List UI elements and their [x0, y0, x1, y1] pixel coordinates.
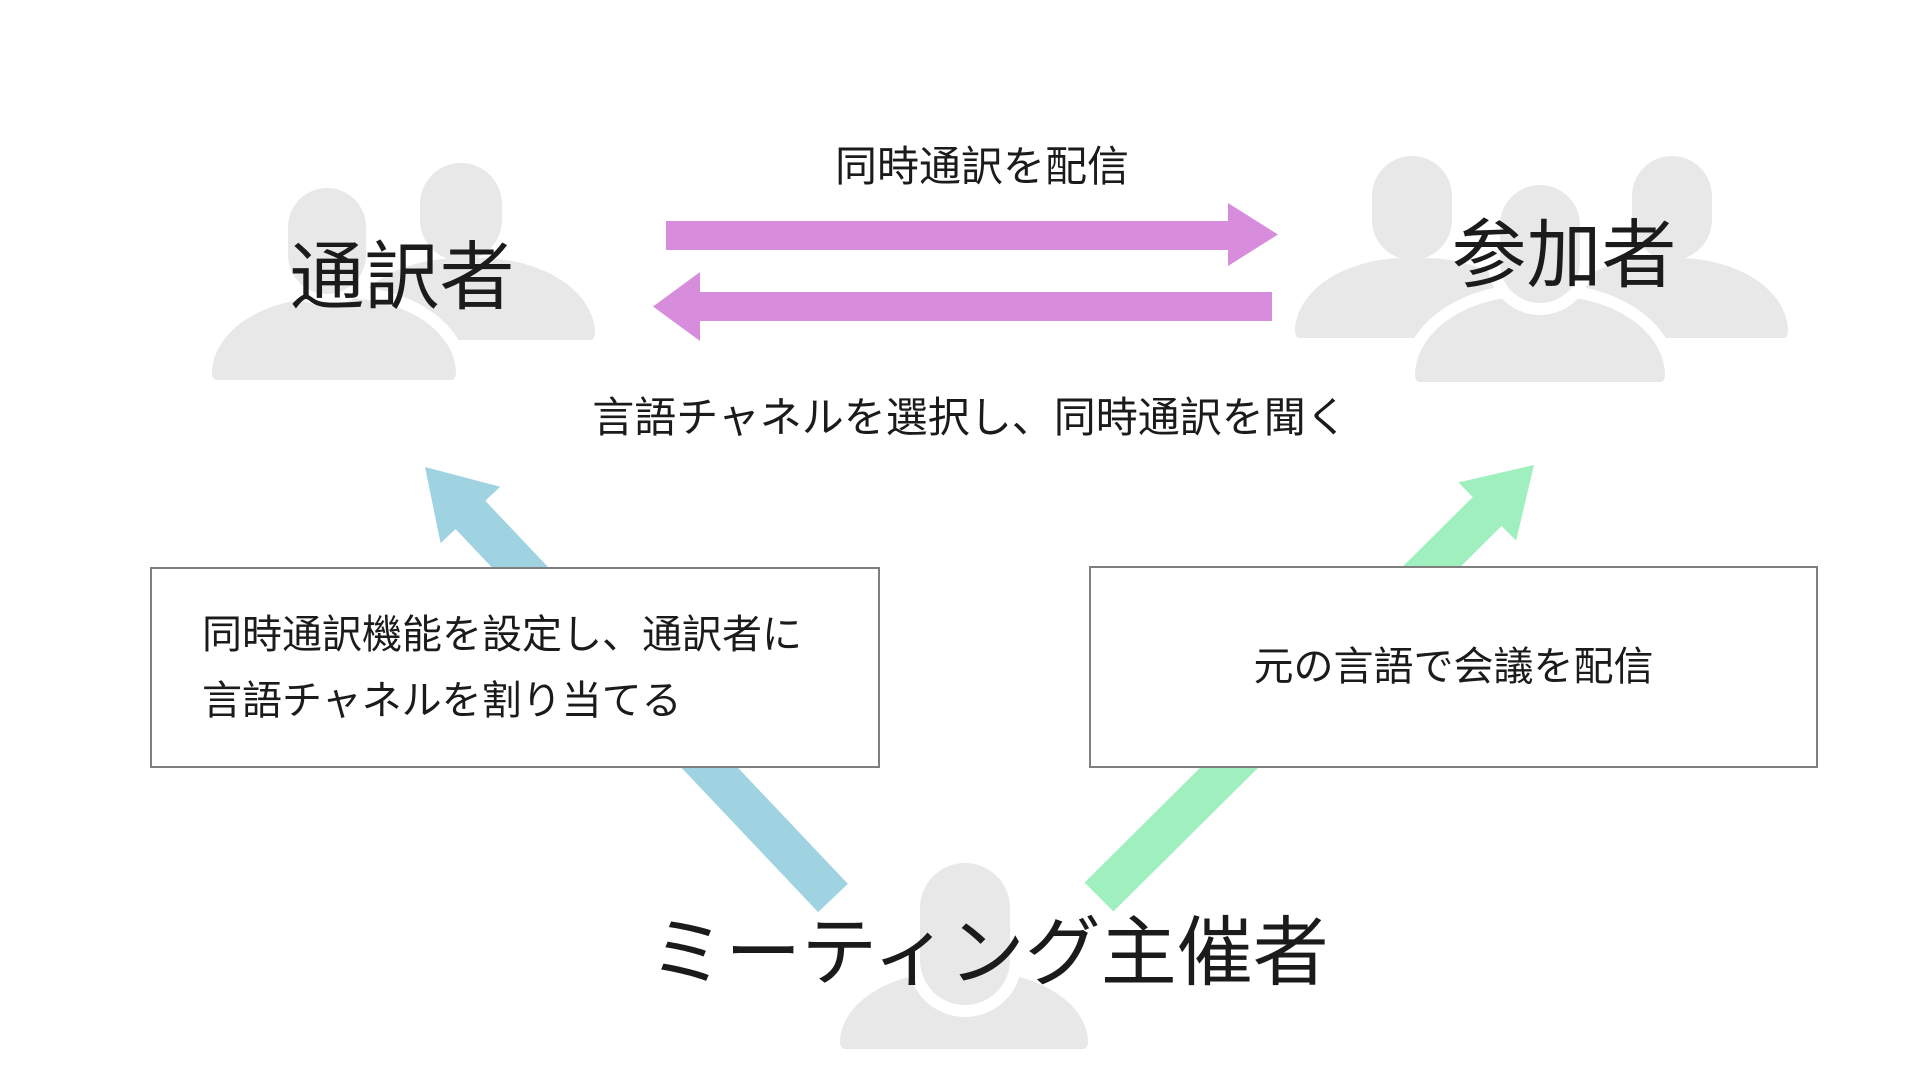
interpretation-broadcast-label: 同時通訳を配信 [834, 143, 1130, 190]
person-icon [1372, 156, 1452, 260]
arrow-channel-listen-icon [653, 272, 1272, 341]
host-setup-note-box: 同時通訳機能を設定し、通訳者に 言語チャネルを割り当てる [150, 567, 880, 768]
participants-label: 参加者 [1451, 213, 1677, 297]
person-icon [920, 863, 1010, 1005]
host-broadcast-note-label: 元の言語で会議を配信 [1253, 645, 1654, 689]
person-icon [288, 188, 366, 294]
person-icon [420, 163, 502, 261]
person-icon [1500, 185, 1580, 303]
host-label: ミーティング主催者 [649, 911, 1329, 996]
host-broadcast-note-box: 元の言語で会議を配信 [1089, 566, 1818, 768]
person-icon [1632, 156, 1712, 260]
host-setup-note-line1: 同時通訳機能を設定し、通訳者に [202, 612, 802, 657]
arrow-interpretation-broadcast-icon [666, 203, 1278, 266]
interpreters-label: 通訳者 [289, 235, 515, 319]
host-setup-note-line2: 言語チャネルを割り当てる [202, 678, 682, 723]
channel-listen-label: 言語チャネルを選択し、同時通訳を聞く [592, 394, 1348, 441]
